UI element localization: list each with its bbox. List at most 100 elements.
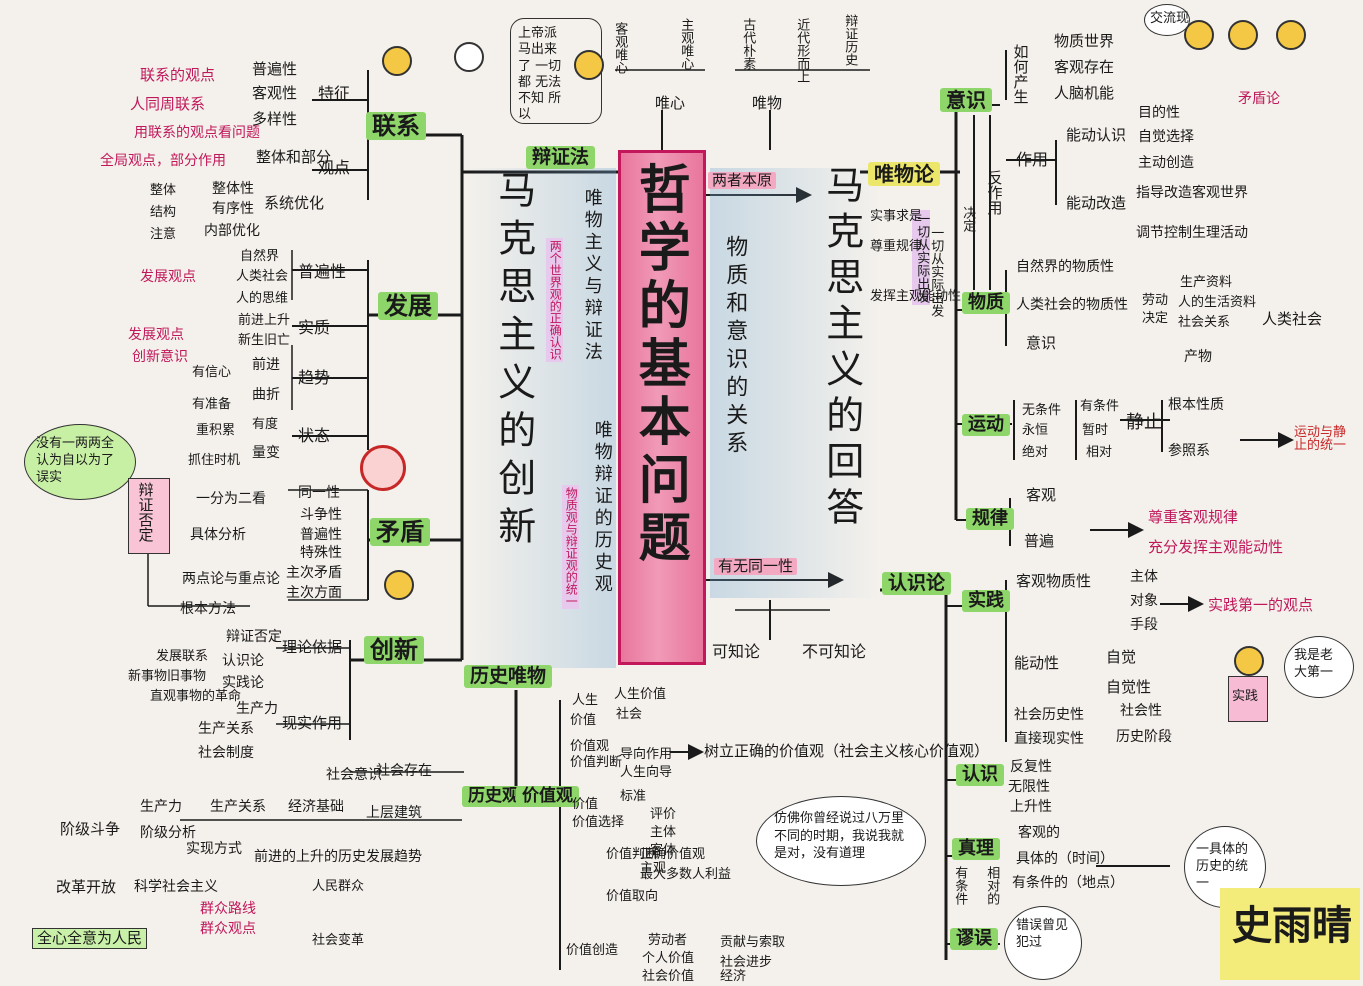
chuangxin-note-0: 发展联系 — [156, 649, 209, 664]
idealism-label: 唯心 — [655, 94, 686, 112]
left-note-2: 实现方式 — [186, 841, 242, 857]
node-lianxi: 联系 — [366, 112, 426, 140]
guilv-note-1: 充分发挥主观能动性 — [1148, 538, 1284, 556]
top-item-0: 客观唯心 — [612, 22, 628, 74]
left-note-4: 科学社会主义 — [134, 879, 218, 895]
yundong-item-4: 暂时 — [1082, 423, 1109, 438]
fazhan-sub-2: 人的思维 — [236, 291, 289, 306]
wuzhi-sub-0: 生产资料 — [1180, 275, 1233, 290]
renshi-r-0: 反复性 — [1010, 759, 1052, 775]
fazhan-sub-7: 有度 — [252, 417, 279, 432]
lishi-choose-0: 价值创造 — [566, 943, 619, 958]
chuangxin-sub-0: 认识论 — [222, 653, 264, 669]
practice-figure-body — [1228, 676, 1268, 722]
yishi-effect-3: 目的性 — [1138, 105, 1180, 121]
lianxi-face-2-icon — [454, 42, 484, 72]
mass-11: 前进的上升的历史发展趋势 — [254, 849, 422, 865]
maodun-note-3: 根本方法 — [180, 601, 236, 617]
lishi-top-6: 导向作用 — [620, 747, 673, 762]
mass-4: 人民群众 — [312, 879, 365, 894]
unknowable-label: 不可知论 — [802, 642, 867, 661]
node-yishi: 意识 — [940, 88, 992, 112]
node-maodun: 矛盾 — [370, 518, 430, 546]
node-fazhan: 发展 — [378, 292, 438, 320]
maodun-item-5: 主次方面 — [286, 585, 342, 601]
renshi-item-3: 直接现实性 — [1014, 731, 1084, 747]
lishi-basic-sub-6: 最大多数人利益 — [640, 867, 732, 882]
top-item-3: 近代形而上 — [794, 18, 810, 83]
fazhan-note-3: 有信心 — [192, 365, 232, 380]
node-renshi: 认识 — [956, 764, 1004, 786]
mass-3: 社会变革 — [312, 933, 365, 948]
mass-1: 群众路线 — [200, 901, 256, 917]
mass-8: 生产力 — [140, 799, 182, 815]
chuangxin-item-2: 现实作用 — [282, 714, 343, 732]
left-note-3: 改革开放 — [56, 878, 117, 896]
yishi-effect-2: 能动改造 — [1066, 194, 1127, 212]
signature-box — [1220, 888, 1360, 980]
renshi-item-1: 能动性 — [1014, 654, 1060, 672]
yishi-effect-6: 指导改造客观世界 — [1136, 185, 1248, 201]
yishi-origin-2: 客观存在 — [1054, 58, 1115, 76]
yishi-effect-5: 主动创造 — [1138, 155, 1194, 171]
wuzhi-sub-5: 人类社会 — [1262, 310, 1323, 328]
lishi-top-7: 人生向导 — [620, 765, 673, 780]
lishi-choose-2: 个人价值 — [642, 951, 695, 966]
center-title-band — [618, 150, 706, 665]
fazhan-note-1: 发展观点 — [128, 327, 184, 343]
maodun-note-2: 两点论与重点论 — [182, 571, 280, 587]
chuangxin-sub-1: 实践论 — [222, 675, 264, 691]
lishi-choose-3: 社会价值 — [642, 969, 695, 984]
lianxi-note-0: 联系的观点 — [140, 66, 216, 84]
lianxi-sysnote-0: 整体 — [150, 183, 177, 198]
lianxi-item-0: 普遍性 — [252, 60, 298, 78]
practice-face-icon — [1234, 646, 1264, 676]
maodun-note-0: 一分为二看 — [196, 491, 266, 507]
lishi-choose-4: 贡献与索取 — [720, 935, 786, 950]
node-wuzhi: 物质 — [962, 292, 1010, 314]
corner-tag: 矛盾论 — [1238, 91, 1280, 107]
two-aspects-label: 两者本原 — [708, 172, 777, 189]
yishi-effect-0: 作用 — [1016, 150, 1049, 169]
wuzhi-sub-3: 劳动 — [1142, 293, 1169, 308]
lishi-arrow-note: 树立正确的价值观（社会主义核心价值观） — [704, 742, 990, 760]
lianxi-note-2: 用联系的观点看问题 — [134, 125, 260, 141]
practice-bubble-text: 我是老大第一 — [1294, 648, 1334, 680]
lianxi-note-1: 人同周联系 — [130, 95, 206, 113]
yundong-arrow-note: 运动与静止的统一 — [1294, 425, 1347, 453]
mass-7: 上层建筑 — [366, 805, 422, 821]
fazhan-note-4: 有准备 — [192, 397, 232, 412]
lianxi-item-1: 客观性 — [252, 84, 298, 102]
lishi-top-5: 社会 — [616, 707, 643, 722]
node-shijian: 实践 — [962, 590, 1010, 612]
lishi-top-0: 人生 — [572, 693, 599, 708]
knowable-label: 可知论 — [712, 642, 761, 661]
practice-bubble — [1284, 636, 1354, 698]
renshi-item-0: 客观物质性 — [1016, 572, 1092, 590]
zhenli-vert-1: 相对的 — [984, 866, 1000, 905]
maodun-item-2: 普遍性 — [300, 527, 342, 543]
zhenli-item-2: 有条件的（地点） — [1012, 875, 1124, 891]
fazhan-item-1: 实质 — [298, 318, 331, 337]
lishi-choose-5: 社会进步 — [720, 955, 773, 970]
mass-9: 生产关系 — [210, 799, 266, 815]
corner-bubble — [1144, 4, 1190, 36]
renshi-sub-2: 手段 — [1130, 617, 1158, 633]
maodun-bubble — [24, 424, 136, 500]
node-zhenli: 真理 — [952, 838, 1000, 860]
fazhan-note-0: 发展观点 — [140, 269, 196, 285]
lianxi-face-1-icon — [382, 46, 412, 76]
node-guilv: 规律 — [966, 508, 1014, 530]
renshi-r-2: 上升性 — [1010, 799, 1052, 815]
signature: 史雨晴 — [1232, 903, 1352, 949]
lishi-top-1: 价值 — [570, 713, 597, 728]
fazhan-note-2: 创新意识 — [132, 349, 188, 365]
corner-face-1-icon — [1184, 20, 1214, 50]
branch-materialism: 唯物论 — [868, 162, 940, 186]
lishi-title: 历史观 — [462, 786, 525, 807]
center-title: 哲学的基本问题 — [629, 162, 690, 568]
fazhan-sub-0: 自然界 — [240, 249, 280, 264]
renshi-sub-4: 自觉性 — [1106, 678, 1152, 696]
maodun-vert-text: 辩证否定 — [136, 482, 155, 542]
lianxi-sysnote-2: 注意 — [150, 227, 177, 242]
